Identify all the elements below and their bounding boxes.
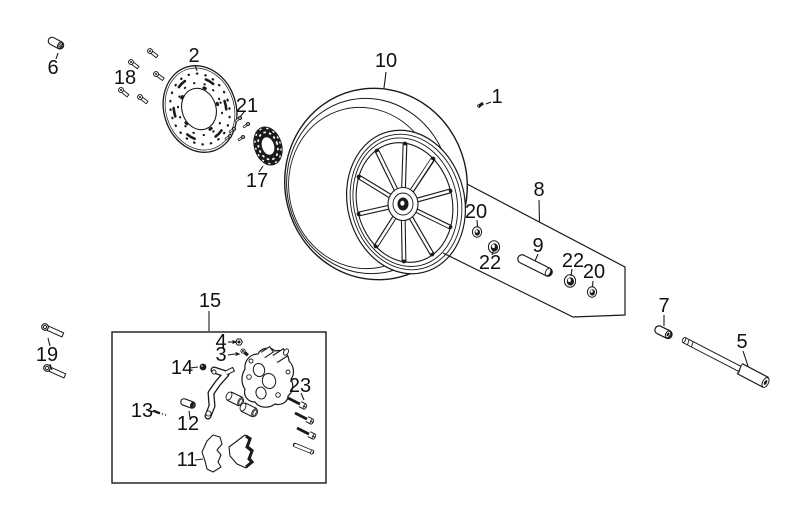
dust-seal-left-drawing: [471, 226, 483, 238]
part-label-20-left: 20: [464, 201, 488, 223]
part-label-20-right: 20: [582, 261, 606, 283]
part-label-11: 11: [176, 449, 198, 471]
front-axle-drawing: [681, 337, 770, 388]
hub-screw: [236, 133, 247, 143]
part-label-5: 5: [736, 331, 748, 353]
bearing-seal-left-drawing: [487, 240, 501, 254]
part-label-22-right: 22: [561, 250, 585, 272]
part-label-4: 4: [215, 331, 227, 353]
part-label-7: 7: [658, 295, 670, 317]
collar-drawing: [47, 36, 65, 50]
bearing-seal-right-drawing: [563, 274, 577, 288]
brake-disc-drawing: [162, 65, 238, 153]
caliper-bushing-drawing: [180, 398, 196, 409]
caliper-bolts-drawing: [287, 396, 317, 455]
hardware-band: [442, 183, 626, 318]
part-label-10: 10: [374, 50, 398, 72]
part-label-19: 19: [35, 344, 59, 366]
bearing-flange-drawing: [253, 126, 283, 166]
part-label-21: 21: [235, 95, 259, 117]
part-label-18: 18: [113, 67, 137, 89]
caliper-pistons-drawing: [225, 391, 259, 418]
bleed-screw-drawing: [240, 348, 249, 357]
front-wheel-drawing: [283, 87, 469, 281]
valve-stem-drawing: [477, 101, 484, 108]
spokes: [356, 141, 453, 264]
axle-nut-drawing: [654, 325, 673, 340]
caliper-bolt: [296, 426, 317, 440]
caliper-body-drawing: [241, 345, 295, 408]
part-label-2: 2: [188, 45, 200, 67]
disc-bolt: [150, 68, 167, 84]
part-label-23: 23: [288, 375, 312, 397]
caliper-bolt: [294, 411, 315, 425]
pad-pin-plug-drawing: [199, 363, 207, 371]
caliper-pin: [292, 442, 315, 455]
mount-bolt: [41, 323, 65, 339]
part-label-1: 1: [491, 86, 503, 108]
caliper-bracket-drawing: [204, 366, 236, 420]
disc-bolt: [134, 91, 151, 107]
part-label-17: 17: [245, 170, 269, 192]
part-label-15: 15: [198, 290, 222, 312]
disc-bolt: [144, 45, 161, 61]
brake-pads-drawing: [201, 434, 255, 473]
part-label-8: 8: [533, 179, 545, 201]
caliper-bolt: [287, 396, 308, 410]
part-label-14: 14: [170, 357, 194, 379]
part-label-22-left: 22: [478, 252, 502, 274]
dust-seal-right-drawing: [586, 286, 598, 298]
part-label-3: 3: [215, 344, 227, 366]
pad-spring-pin-drawing: [152, 409, 167, 416]
part-label-6: 6: [47, 57, 59, 79]
hub: [387, 186, 419, 222]
hub-screw: [241, 120, 252, 130]
leader-lines: [47, 52, 749, 461]
part-label-12: 12: [176, 413, 200, 435]
caliper-assembly-box: [111, 331, 327, 484]
part-label-9: 9: [532, 235, 544, 257]
axle-spacer-drawing: [517, 254, 553, 277]
part-label-13: 13: [130, 400, 154, 422]
